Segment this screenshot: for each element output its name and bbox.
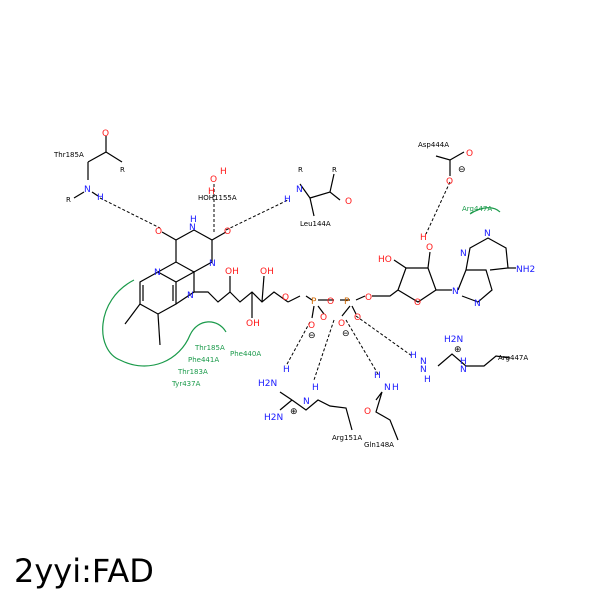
hydrophobic-arcs — [102, 207, 501, 367]
atom-o1b: O — [338, 319, 345, 329]
atom-o3b: HO — [378, 255, 392, 265]
atom-o5prime: O — [282, 293, 289, 303]
hydrophobic-label: Phe441A — [188, 356, 219, 364]
label-thr185-top: Thr185A — [53, 151, 84, 159]
atom-n1: N — [209, 259, 216, 269]
atom-n3: N — [189, 223, 196, 233]
hydrophobic-contact-arc — [102, 279, 227, 367]
atom-o2b-ribose: O — [426, 243, 433, 253]
thr185-h: H — [97, 193, 104, 203]
water-h2: H — [208, 187, 215, 197]
residue-labels: Thr185A HOH1155A Leu144A Asp444A Arg447A… — [53, 141, 528, 449]
hydrophobic-label: Phe440A — [230, 350, 261, 358]
gln148-o: O — [364, 407, 371, 417]
arg447-h1: H — [410, 351, 417, 361]
label-arg447: Arg447A — [498, 354, 528, 362]
atom-o4: O — [155, 227, 162, 237]
asp444-o1: O — [466, 149, 473, 159]
hydrogen-bonds — [99, 181, 451, 381]
leu144-o: O — [345, 197, 352, 207]
label-gln148: Gln148A — [364, 441, 394, 449]
atom-o1a: O — [308, 321, 315, 331]
arg447-h2n: H2N — [444, 335, 463, 345]
thr185-o: O — [102, 129, 109, 139]
arg447-n1b: N — [420, 365, 427, 375]
atom-labels: N N N N H O O OH OH OH O P P O O O O O O… — [66, 129, 535, 423]
flavin-ring-bonds — [73, 136, 516, 441]
water-h1: H — [220, 167, 227, 177]
atom-n3a: N — [460, 249, 467, 259]
atom-o2prime: OH — [225, 267, 239, 277]
asp444-charge: ⊖ — [458, 165, 466, 175]
arg151-h2n-a: H2N — [258, 379, 277, 389]
charge-minus-b: ⊖ — [342, 329, 350, 339]
gln148-h: H — [374, 371, 381, 381]
atom-o2a: O — [320, 313, 327, 323]
gln148-h2: H — [392, 383, 399, 393]
label-leu144: Leu144A — [300, 220, 331, 228]
hydrophobic-contact-arc-arg447 — [469, 207, 501, 215]
atom-o5b: O — [365, 293, 372, 303]
atom-o2b-h: H — [420, 233, 427, 243]
arg151-h1: H — [283, 365, 290, 375]
leu144-r: R — [298, 166, 303, 174]
thr185-n: N — [84, 185, 91, 195]
atom-n1a: N — [484, 229, 491, 239]
hydrophobic-labels: Thr185A Phe441A Thr183A Tyr437A Phe440A — [171, 344, 261, 388]
atom-n5: N — [154, 268, 161, 278]
arg447-h2: H — [424, 375, 431, 385]
atom-n10: N — [187, 291, 194, 301]
gln148-n: N — [384, 383, 391, 393]
charge-minus-a: ⊖ — [308, 331, 316, 341]
hydrophobic-label: Tyr437A — [171, 380, 201, 388]
arg151-charge: ⊕ — [290, 407, 298, 417]
leu144-h: H — [284, 195, 291, 205]
leu144-n: N — [296, 185, 303, 195]
arg151-h2n-b: H2N — [264, 413, 283, 423]
asp444-o2: O — [446, 177, 453, 187]
hydrophobic-label: Thr185A — [194, 344, 225, 352]
atom-o2: O — [224, 227, 231, 237]
leu144-r2: R — [332, 166, 337, 174]
atom-n6a: NH2 — [516, 265, 535, 275]
thr185-r2: R — [66, 196, 71, 204]
atom-o2b: O — [354, 313, 361, 323]
arg447-h3: H — [460, 357, 467, 367]
arg447-charge: ⊕ — [454, 345, 462, 355]
arg447-n1: N — [420, 357, 427, 367]
atom-n7a: N — [474, 299, 481, 309]
arg151-h3: H — [312, 383, 319, 393]
water-o: O — [210, 175, 217, 185]
arg151-n: N — [303, 397, 310, 407]
atom-o3p: O — [327, 297, 334, 307]
atom-o3prime: OH — [246, 319, 260, 329]
atom-o4prime: OH — [260, 267, 274, 277]
atom-n3-h: H — [190, 215, 197, 225]
label-arg447-green: Arg447A — [462, 205, 492, 213]
label-asp444: Asp444A — [418, 141, 449, 149]
label-arg151: Arg151A — [332, 434, 362, 442]
arg447-n: N — [460, 365, 467, 375]
atom-pb: P — [344, 297, 350, 307]
atom-pa: P — [311, 297, 317, 307]
ligand-caption: 2yyi:FAD — [14, 552, 154, 590]
atom-n9a: N — [452, 287, 459, 297]
thr185-r: R — [120, 166, 125, 174]
atom-o4b: O — [414, 298, 421, 308]
hydrophobic-label: Thr183A — [177, 368, 208, 376]
label-hoh1155: HOH1155A — [198, 194, 237, 202]
